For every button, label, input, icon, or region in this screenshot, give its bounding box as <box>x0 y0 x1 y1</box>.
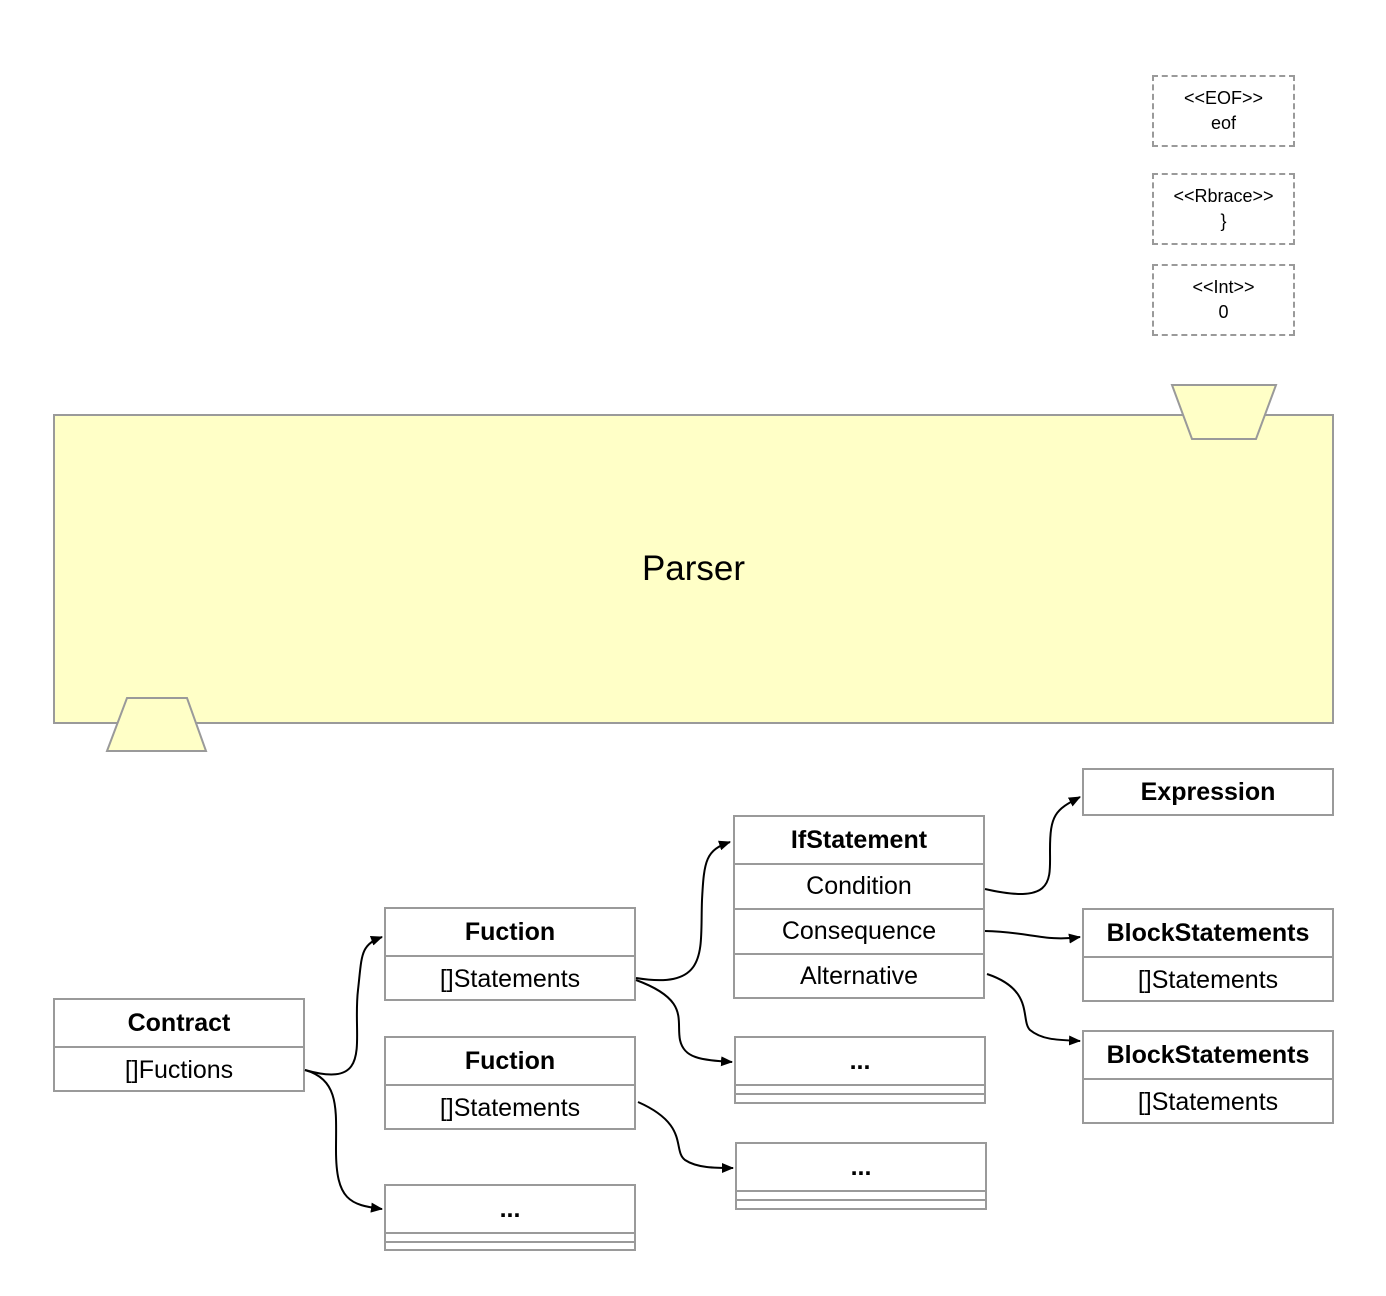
statements-more-1-title: ... <box>849 1046 871 1075</box>
token-int-stereotype: <<Int>> <box>1192 277 1255 297</box>
contract-field: []Fuctions <box>55 1046 303 1092</box>
token-rbrace: <<Rbrace>> } <box>1152 173 1295 245</box>
edge-consequence-to-block1 <box>984 930 1081 944</box>
functions-more-node: ... <box>384 1184 636 1251</box>
block-2-title: BlockStatements <box>1106 1040 1310 1069</box>
if-condition-field: Condition <box>735 863 983 908</box>
edge-contract-to-functions-more <box>304 1069 383 1213</box>
statements-more-node-1: ... <box>734 1036 986 1104</box>
block-statements-node-2: BlockStatements []Statements <box>1082 1030 1334 1124</box>
token-rbrace-value: } <box>1220 211 1227 231</box>
function-2-field: []Statements <box>386 1084 634 1130</box>
empty-row <box>737 1199 985 1208</box>
statements-more-2-title: ... <box>850 1152 872 1181</box>
edge-contract-to-function1 <box>304 936 383 1076</box>
block-2-field: []Statements <box>1084 1078 1332 1124</box>
function-1-title: Fuction <box>464 917 556 946</box>
empty-row <box>737 1190 985 1199</box>
block-1-field: []Statements <box>1084 956 1332 1002</box>
token-int: <<Int>> 0 <box>1152 264 1295 336</box>
parser-box: Parser <box>53 414 1334 724</box>
expression-node: Expression <box>1082 768 1334 816</box>
parser-label: Parser <box>641 549 746 588</box>
expression-title: Expression <box>1140 777 1276 806</box>
token-rbrace-stereotype: <<Rbrace>> <box>1173 186 1274 206</box>
function-node-1: Fuction []Statements <box>384 907 636 1001</box>
empty-row <box>386 1241 634 1249</box>
function-2-title: Fuction <box>464 1046 556 1075</box>
function-node-2: Fuction []Statements <box>384 1036 636 1130</box>
token-eof: <<EOF>> eof <box>1152 75 1295 147</box>
edge-function1-to-more1 <box>635 979 733 1067</box>
edge-condition-to-expression <box>984 796 1081 895</box>
edge-alternative-to-block2 <box>986 973 1081 1046</box>
empty-row <box>736 1093 984 1102</box>
contract-node: Contract []Fuctions <box>53 998 305 1092</box>
block-statements-node-1: BlockStatements []Statements <box>1082 908 1334 1002</box>
edge-function2-to-more2 <box>637 1101 734 1173</box>
block-1-title: BlockStatements <box>1106 918 1310 947</box>
edge-function1-to-if <box>635 840 731 981</box>
if-statement-node: IfStatement Condition Consequence Altern… <box>733 815 985 999</box>
if-consequence-field: Consequence <box>735 908 983 953</box>
contract-title: Contract <box>127 1008 231 1037</box>
statements-more-node-2: ... <box>735 1142 987 1210</box>
token-eof-value: eof <box>1210 113 1237 133</box>
functions-more-title: ... <box>499 1194 521 1223</box>
if-alternative-field: Alternative <box>735 953 983 997</box>
if-statement-title: IfStatement <box>790 825 928 854</box>
function-1-field: []Statements <box>386 955 634 1001</box>
token-int-value: 0 <box>1218 302 1229 322</box>
token-eof-stereotype: <<EOF>> <box>1183 88 1264 108</box>
empty-row <box>736 1084 984 1093</box>
empty-row <box>386 1232 634 1241</box>
